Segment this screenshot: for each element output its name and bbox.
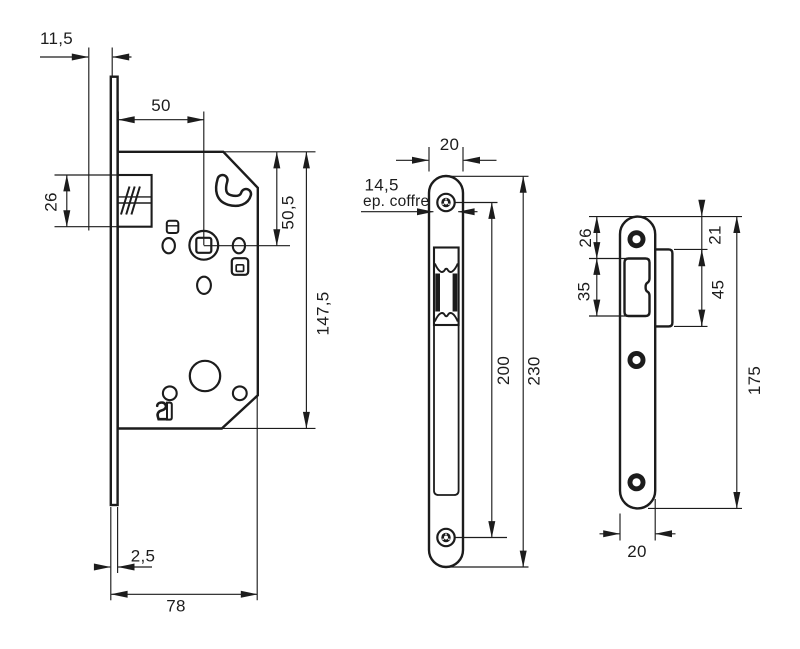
dim-latch-height: 26 bbox=[41, 174, 120, 228]
dim-label: 175 bbox=[745, 366, 764, 395]
dim-label: 26 bbox=[576, 228, 595, 248]
dim-strike-width: 20 bbox=[599, 499, 676, 561]
dim-strike-slot-height: 35 bbox=[575, 258, 627, 317]
cylinder-prep-outer bbox=[230, 257, 250, 276]
dim-strike-top-to-slot: 26 bbox=[576, 216, 742, 260]
tab-curl bbox=[155, 401, 168, 421]
dim-label: 20 bbox=[440, 135, 460, 154]
latch-front-bottom-curve bbox=[433, 312, 459, 322]
case-recess bbox=[433, 325, 460, 496]
faceplate-edge bbox=[109, 75, 119, 507]
lock-case-side-view bbox=[109, 75, 259, 507]
dim-faceplate-length: 230 bbox=[444, 175, 543, 568]
dim-label: 200 bbox=[494, 356, 513, 385]
dim-label: 50 bbox=[151, 96, 171, 115]
dim-faceplate-thickness: 2,5 bbox=[93, 507, 156, 601]
dim-strike-lip-height: 45 bbox=[674, 280, 728, 327]
large-hole bbox=[188, 359, 222, 393]
strike-lip bbox=[655, 248, 674, 328]
dim-screw-spacing: 200 bbox=[455, 201, 513, 539]
dim-label: 230 bbox=[524, 356, 543, 385]
screw-hole-top bbox=[436, 192, 456, 213]
dim-label: 11,5 bbox=[40, 29, 73, 48]
dim-label: 78 bbox=[166, 597, 186, 616]
dim-label: 35 bbox=[575, 282, 594, 302]
latch-hatching bbox=[120, 186, 141, 215]
fixing-hole bbox=[196, 275, 212, 295]
dim-case-depth: 78 bbox=[110, 396, 258, 616]
strike-screw-hole-top bbox=[627, 230, 646, 249]
tab-bracket bbox=[166, 401, 173, 421]
screw-hole-bottom bbox=[436, 527, 456, 548]
latch-front-bar bbox=[435, 273, 440, 312]
dim-label: 2,5 bbox=[131, 547, 156, 566]
strike-slot bbox=[623, 257, 651, 318]
stamped-tab-detail bbox=[155, 401, 173, 421]
strike-screw-hole-middle bbox=[627, 351, 646, 369]
small-hole bbox=[231, 385, 248, 402]
dim-label: 20 bbox=[627, 542, 647, 561]
faceplate-front-view bbox=[427, 174, 465, 569]
dim-label: 50,5 bbox=[278, 195, 297, 229]
dim-label: 14,5 bbox=[365, 176, 399, 195]
kidney-slot-inner bbox=[217, 176, 250, 205]
small-hole bbox=[161, 385, 178, 402]
dim-faceplate-width: 20 bbox=[396, 135, 497, 172]
latch-front-top-curve bbox=[433, 263, 459, 273]
nut-detail bbox=[165, 219, 180, 235]
strike-screw-hole-bottom bbox=[627, 473, 646, 492]
fixing-hole bbox=[161, 237, 176, 255]
dim-note: ep. coffre bbox=[363, 193, 429, 210]
cylinder-prep-inner bbox=[235, 263, 245, 273]
dim-label: 147,5 bbox=[314, 291, 333, 335]
dim-label: 45 bbox=[709, 280, 728, 300]
dim-latch-projection: 11,5 bbox=[40, 29, 132, 231]
dim-strike-top-to-lip: 21 bbox=[674, 199, 724, 327]
dim-backset: 50 bbox=[117, 96, 290, 247]
dim-case-thickness: 14,5 ep. coffre bbox=[361, 176, 478, 216]
dim-strike-length: 175 bbox=[648, 216, 764, 509]
dim-top-to-spindle: 50,5 bbox=[273, 151, 297, 247]
dim-label: 26 bbox=[41, 192, 60, 212]
dim-case-height: 147,5 bbox=[220, 151, 333, 429]
strike-plate-view bbox=[618, 215, 674, 510]
latch-front-bar bbox=[452, 273, 458, 312]
dim-label: 21 bbox=[705, 225, 724, 245]
